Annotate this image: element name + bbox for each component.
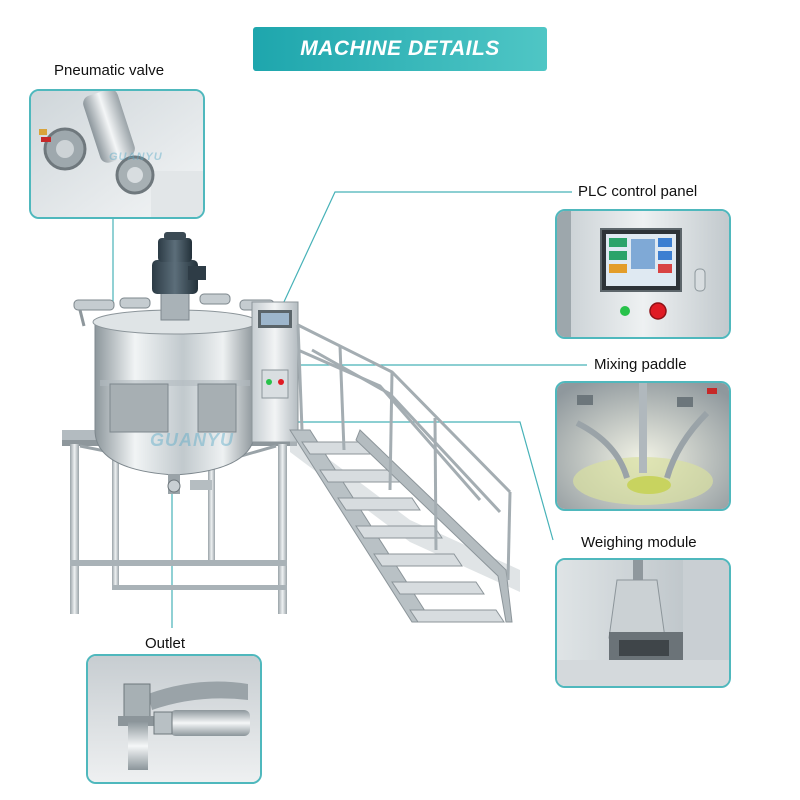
- label-mixing-paddle: Mixing paddle: [594, 356, 687, 373]
- label-weighing-module: Weighing module: [581, 534, 697, 551]
- photo-plc-control-panel: [555, 209, 731, 339]
- control-cabinet: [251, 301, 299, 443]
- photo-mixing-paddle: [555, 381, 731, 511]
- title-banner: MACHINE DETAILS: [253, 27, 547, 71]
- label-plc-control-panel: PLC control panel: [578, 183, 698, 200]
- watermark-center: GUANYU: [150, 430, 235, 450]
- mixing-tank: [92, 309, 258, 494]
- photo-weighing-module: [555, 558, 731, 688]
- photo-pneumatic-valve: GUANYU: [29, 89, 205, 219]
- staircase: [289, 323, 520, 623]
- label-pneumatic-valve: Pneumatic valve: [54, 62, 165, 79]
- label-outlet: Outlet: [145, 635, 186, 652]
- photo-outlet: [86, 654, 262, 784]
- watermark: GUANYU: [109, 151, 163, 163]
- page-title: MACHINE DETAILS: [300, 37, 500, 60]
- agitator-motor: [152, 232, 206, 321]
- mixing-tank-machine: [62, 232, 520, 623]
